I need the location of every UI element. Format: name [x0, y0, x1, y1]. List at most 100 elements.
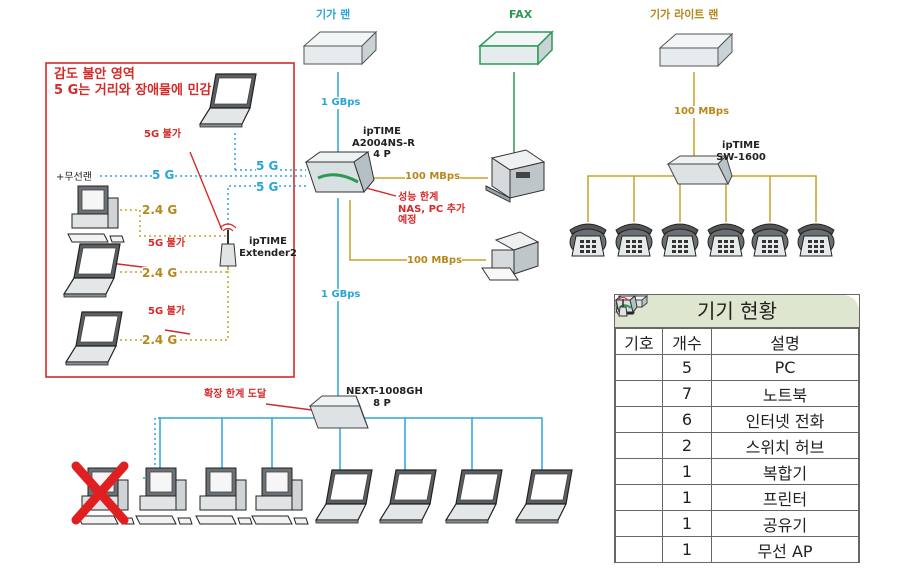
expansion-limit-note: 확장 한계 도달: [204, 389, 267, 400]
limit-line-3: 예정: [398, 215, 417, 226]
legend-desc: 복합기: [711, 458, 859, 485]
performance-limit-note: 성능 한계 NAS, PC 추가 예정: [398, 192, 465, 227]
lite-switch-device: [666, 155, 733, 186]
no-5g-label-3: 5G 불가: [148, 306, 186, 317]
legend-row: 1 공유기: [615, 295, 859, 537]
wifi-24g-label-1: 2.4 G: [142, 203, 178, 218]
legend-count: 7: [662, 380, 712, 407]
giga-lite-lan-device: [659, 33, 733, 67]
speed-label-printer: 100 MBps: [407, 255, 463, 267]
wireless-lan-pc-label: +무선랜: [56, 172, 92, 183]
pc-hub-1: [135, 467, 193, 525]
giga-lite-lan-label: 기가 라이트 랜: [650, 8, 719, 21]
wireless-ap-icon: [617, 297, 629, 317]
legend-row: 1 무선 AP: [615, 297, 859, 563]
removed-x-icon: [71, 461, 129, 525]
phone-4: [707, 223, 745, 257]
legend-header-row: 기호 개수 설명: [615, 328, 859, 355]
no-5g-label-1: 5G 불가: [144, 129, 182, 140]
laptop-hub-4: [515, 469, 573, 524]
legend-row: 1 복합기: [615, 296, 859, 485]
printer-device: [481, 231, 540, 281]
legend-desc: PC: [711, 354, 859, 381]
legend-count: 2: [662, 432, 712, 459]
fax-device: [478, 30, 554, 66]
legend-desc: 무선 AP: [711, 536, 859, 563]
legend-desc: 노트북: [711, 380, 859, 407]
legend-title: 기기 현황: [615, 295, 859, 328]
lite-switch-name: ipTIME: [722, 140, 760, 151]
legend-desc: 스위치 허브: [711, 432, 859, 459]
legend-desc: 공유기: [711, 510, 859, 537]
speed-label-top: 1 GBps: [321, 97, 361, 109]
wifi-24g-label-2: 2.4 G: [142, 266, 178, 281]
router-label: ipTIME A2004NS-R 4 P: [352, 126, 415, 161]
multifunction-printer-device: [485, 149, 546, 203]
router-icon: [615, 295, 638, 314]
lite-switch-model: SW-1600: [716, 151, 766, 163]
phone-2: [615, 223, 653, 257]
extender-name: ipTIME: [249, 236, 287, 247]
no-5g-label-2: 5G 불가: [148, 238, 186, 249]
legend-row: 2 스위치 허브: [615, 295, 859, 459]
legend-count: 5: [662, 354, 712, 381]
wifi-5g-label-2: 5 G: [152, 168, 175, 183]
extender-label: ipTIME Extender2: [238, 236, 298, 259]
extender-model: Extender2: [239, 247, 297, 259]
speed-label-fax: 100 MBps: [405, 171, 461, 183]
area-title-line2: 5 G는 거리와 장애물에 민감: [54, 83, 212, 98]
phone-6: [797, 223, 835, 257]
limit-line-1: 성능 한계: [398, 192, 439, 203]
router-device: [304, 151, 375, 194]
laptop-hub-3: [445, 469, 503, 524]
legend-table: 기호 개수 설명 5 PC 7 노트북 6 인터넷 전화 2 스위치 허브 1 …: [615, 295, 859, 563]
router-name: ipTIME: [363, 126, 401, 137]
speed-label-lite: 100 MBps: [674, 106, 730, 118]
extender-ap-device: [219, 223, 237, 267]
legend-header-symbol: 기호: [615, 328, 663, 355]
laptop-area-bottom: [65, 311, 123, 366]
legend-header-desc: 설명: [711, 328, 859, 355]
router-model: A2004NS-R: [352, 137, 415, 149]
laptop-hub-1: [315, 469, 373, 524]
wifi-5g-label-3: 5 G: [256, 180, 279, 195]
pc-hub-3: [251, 467, 309, 525]
laptop-hub-2: [379, 469, 437, 524]
legend-desc: 인터넷 전화: [711, 406, 859, 433]
giga-lan-device: [303, 31, 377, 65]
phone-5: [751, 223, 789, 257]
limit-line-2: NAS, PC 추가: [398, 203, 466, 215]
legend-count: 1: [662, 536, 712, 563]
speed-label-mid: 1 GBps: [321, 289, 361, 301]
phone-1: [569, 223, 607, 257]
desktop-pc-wireless: [67, 185, 125, 243]
legend-count: 6: [662, 406, 712, 433]
legend-desc: 프린터: [711, 484, 859, 511]
device-legend: 기기 현황 기호 개수 설명 5 PC 7 노트북 6 인터넷 전화 2 스위치…: [614, 294, 860, 563]
fax-label: FAX: [509, 8, 533, 21]
legend-count: 1: [662, 510, 712, 537]
legend-row: 7 노트북: [615, 296, 859, 407]
legend-row: 6 인터넷 전화: [615, 297, 859, 433]
next-hub-device: [308, 395, 369, 429]
legend-row: 5 PC: [615, 295, 859, 381]
area-title-line1: 감도 불안 영역: [54, 67, 135, 82]
laptop-area-top: [199, 73, 257, 128]
giga-lan-label: 기가 랜: [316, 8, 351, 21]
phone-3: [661, 223, 699, 257]
laptop-area-middle: [63, 243, 121, 298]
router-ports: 4 P: [373, 149, 391, 160]
hub-model: NEXT-1008GH: [346, 386, 423, 397]
hub-ports: 8 P: [373, 397, 391, 409]
lite-switch-label: ipTIME SW-1600: [714, 140, 768, 163]
wifi-5g-label-1: 5 G: [256, 159, 279, 174]
sensitive-area-box: [45, 62, 295, 378]
legend-count: 1: [662, 458, 712, 485]
legend-count: 1: [662, 484, 712, 511]
legend-row: 1 프린터: [615, 295, 859, 511]
pc-hub-2: [195, 467, 253, 525]
hub-label: NEXT-1008GH 8 P: [346, 386, 423, 409]
legend-header-count: 개수: [662, 328, 712, 355]
